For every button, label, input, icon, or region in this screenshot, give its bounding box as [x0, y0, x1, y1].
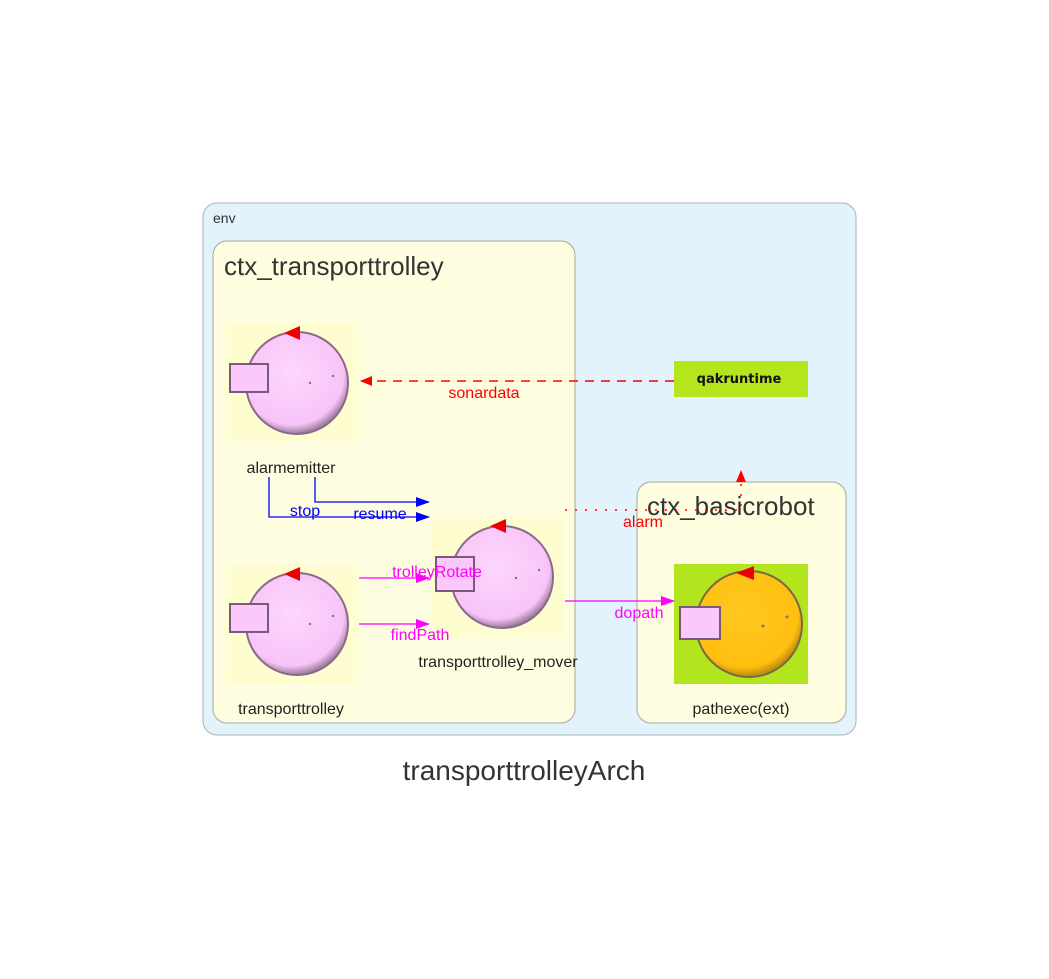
- actor-alarmemitter[interactable]: alarmemitter: [225, 324, 358, 477]
- qakruntime-node[interactable]: qakruntime: [674, 361, 808, 397]
- ctx-transporttrolley-label: ctx_transporttrolley: [224, 251, 444, 281]
- actor-port-icon: [435, 556, 475, 592]
- pathexec-label: pathexec(ext): [693, 701, 790, 718]
- edge-trolleyRotate: trolleyRotate: [359, 564, 482, 583]
- alarm-label: alarm: [623, 514, 663, 531]
- edge-dopath: dopath: [565, 596, 675, 622]
- env-cluster-label: env: [213, 210, 236, 226]
- sonardata-label: sonardata: [448, 385, 519, 402]
- qakruntime-label: qakruntime: [697, 372, 782, 387]
- alarmemitter-label: alarmemitter: [247, 460, 337, 477]
- edge-stop: stop: [268, 477, 430, 522]
- dopath-label: dopath: [615, 605, 664, 622]
- findPath-label: findPath: [391, 627, 450, 644]
- actor-port-icon: [229, 363, 269, 393]
- diagram-title: transporttrolleyArch: [403, 755, 646, 786]
- edge-resume: resume: [314, 477, 430, 523]
- edge-alarm: alarm: [565, 470, 746, 531]
- actor-direction-icon: [736, 566, 754, 580]
- actor-transporttrolley-mover[interactable]: transporttrolley_mover: [418, 518, 578, 671]
- resume-label: resume: [353, 506, 406, 523]
- actor-direction-icon: [490, 519, 506, 533]
- qakruntime-box: [674, 361, 808, 397]
- actor-port-icon: [679, 606, 721, 640]
- actor-port-icon: [229, 603, 269, 633]
- trolleyRotate-label: trolleyRotate: [392, 564, 482, 581]
- ctx-basicrobot-label: ctx_basicrobot: [647, 491, 815, 521]
- stop-label: stop: [290, 503, 320, 520]
- actor-direction-icon: [284, 567, 300, 581]
- actor-pathexec[interactable]: pathexec(ext): [674, 564, 808, 718]
- transporttrolley-mover-label: transporttrolley_mover: [418, 654, 578, 671]
- edge-findPath: findPath: [359, 619, 450, 644]
- edge-sonardata: sonardata: [360, 376, 674, 402]
- transporttrolley-label: transporttrolley: [238, 701, 344, 718]
- actor-transporttrolley[interactable]: transporttrolley: [225, 565, 358, 718]
- actor-direction-icon: [284, 326, 300, 340]
